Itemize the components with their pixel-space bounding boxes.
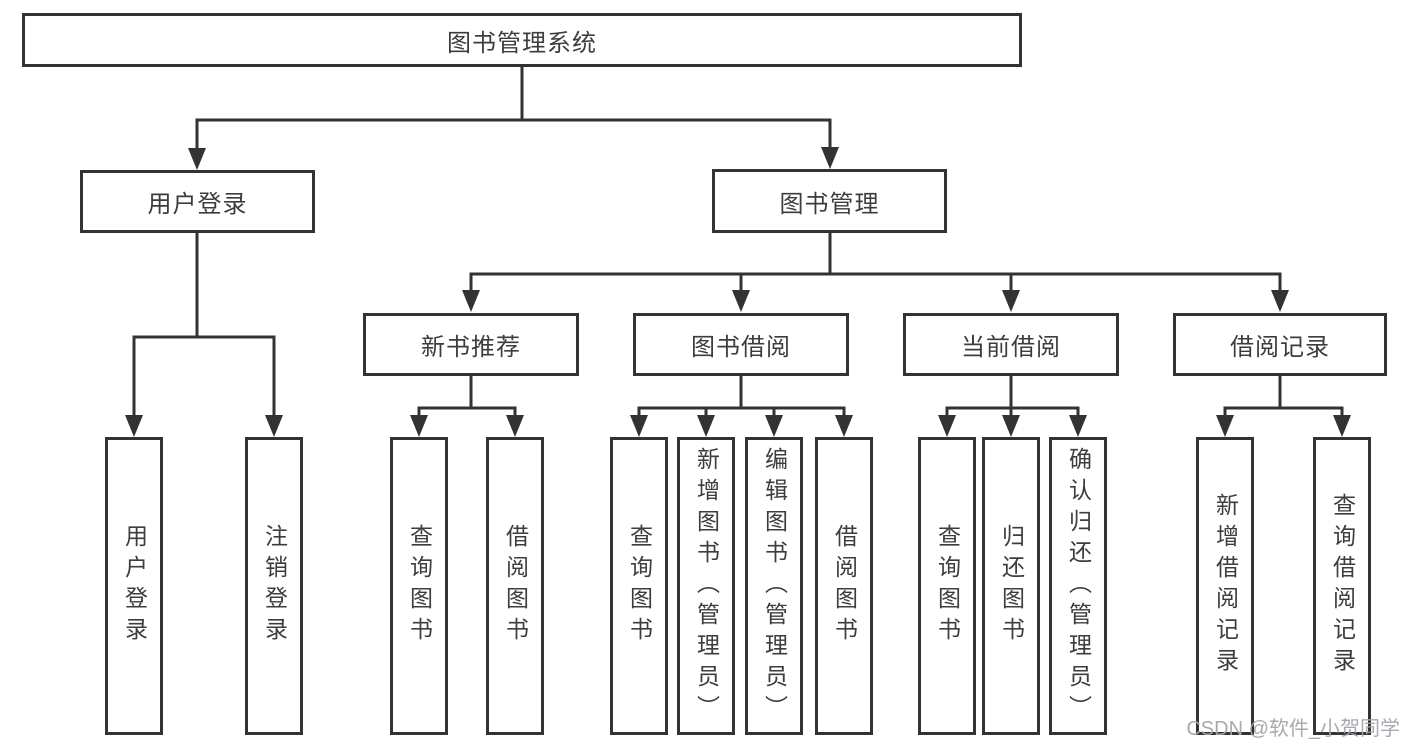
leaf-borrowing-edit-books-admin-label: 编辑图书（管理员） [761, 446, 788, 726]
leaf-borrowing-query-books: 查询图书 [610, 437, 668, 735]
leaf-borrowing-add-books-admin-label: 新增图书（管理员） [693, 446, 720, 726]
leaf-records-query-record: 查询借阅记录 [1313, 437, 1371, 735]
leaf-user-login-label: 用户登录 [121, 524, 148, 648]
leaf-borrowing-query-books-label: 查询图书 [626, 524, 653, 648]
node-library-management-system-label: 图书管理系统 [447, 29, 597, 57]
leaf-current-query-books: 查询图书 [918, 437, 976, 735]
node-user-login-group-label: 用户登录 [147, 191, 248, 218]
node-book-management: 图书管理 [712, 169, 947, 233]
arrow-down-icon [125, 147, 1351, 437]
node-borrowing-records-label: 借阅记录 [1230, 334, 1330, 361]
node-book-borrowing: 图书借阅 [633, 313, 849, 376]
node-user-login-group: 用户登录 [80, 170, 315, 233]
leaf-recommend-query-books: 查询图书 [390, 437, 448, 735]
leaf-current-confirm-return-admin-label: 确认归还（管理员） [1065, 446, 1092, 726]
leaf-borrowing-borrow-books-label: 借阅图书 [831, 524, 858, 648]
leaf-records-add-record: 新增借阅记录 [1196, 437, 1254, 735]
leaf-recommend-borrow-books-label: 借阅图书 [502, 524, 529, 648]
leaf-borrowing-edit-books-admin: 编辑图书（管理员） [745, 437, 803, 735]
csdn-watermark: CSDN @软件_小贺同学 [1186, 718, 1400, 740]
leaf-logout-label: 注销登录 [261, 524, 288, 648]
node-new-book-recommend: 新书推荐 [363, 313, 579, 376]
leaf-user-login: 用户登录 [105, 437, 163, 735]
node-book-borrowing-label: 图书借阅 [691, 334, 791, 361]
node-library-management-system: 图书管理系统 [22, 13, 1022, 67]
leaf-recommend-borrow-books: 借阅图书 [486, 437, 544, 735]
leaf-current-return-books-label: 归还图书 [998, 524, 1025, 648]
leaf-borrowing-add-books-admin: 新增图书（管理员） [677, 437, 735, 735]
leaf-logout: 注销登录 [245, 437, 303, 735]
leaf-records-add-record-label: 新增借阅记录 [1212, 493, 1239, 679]
node-current-borrowing-label: 当前借阅 [961, 334, 1061, 361]
leaf-current-query-books-label: 查询图书 [934, 524, 961, 648]
leaf-records-query-record-label: 查询借阅记录 [1329, 493, 1356, 679]
node-current-borrowing: 当前借阅 [903, 313, 1119, 376]
leaf-recommend-query-books-label: 查询图书 [406, 524, 433, 648]
leaf-current-return-books: 归还图书 [982, 437, 1040, 735]
node-borrowing-records: 借阅记录 [1173, 313, 1387, 376]
leaf-current-confirm-return-admin: 确认归还（管理员） [1049, 437, 1107, 735]
node-new-book-recommend-label: 新书推荐 [421, 334, 521, 361]
leaf-borrowing-borrow-books: 借阅图书 [815, 437, 873, 735]
node-book-management-label: 图书管理 [779, 190, 880, 218]
